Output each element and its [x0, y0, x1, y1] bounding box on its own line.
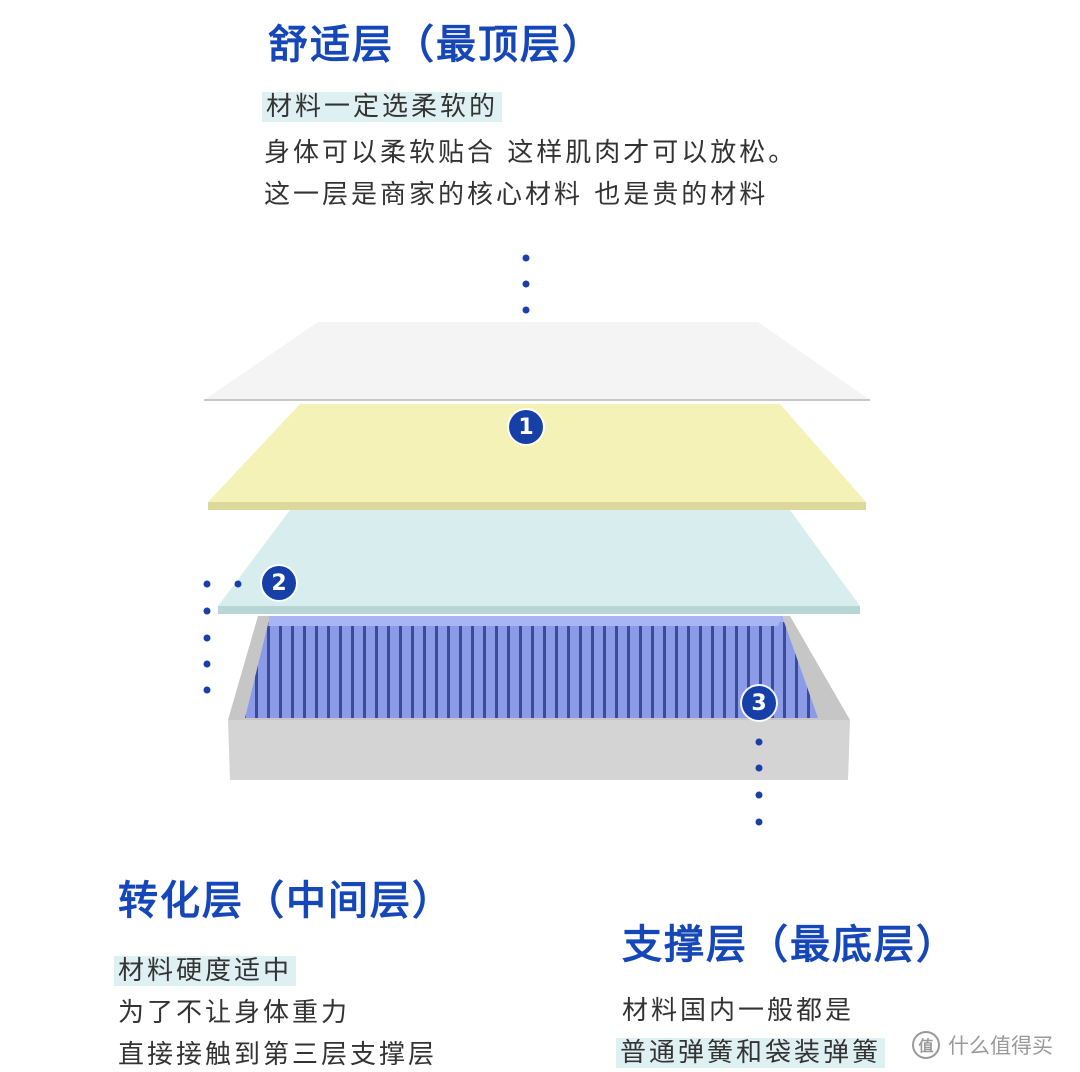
- comfort-layer-title: 舒适层（最顶层）: [268, 22, 604, 68]
- transition-layer-title: 转化层（中间层）: [118, 878, 454, 924]
- transition-layer-desc-1: 为了不让身体重力: [118, 998, 351, 1028]
- transition-layer-slab: [218, 510, 860, 614]
- layer-1-badge: 1: [509, 410, 543, 444]
- dotted-guide-left: [203, 580, 242, 694]
- spring-block: [245, 616, 818, 718]
- watermark-logo-icon: 值: [912, 1031, 940, 1059]
- dotted-guide-right: [755, 738, 763, 826]
- comfort-layer-desc-1: 身体可以柔软贴合 这样肌肉才可以放松。: [264, 138, 798, 168]
- layer-2-badge: 2: [262, 566, 296, 600]
- watermark: 值 什么值得买: [912, 1030, 1053, 1060]
- comfort-foam-slab: [208, 404, 866, 510]
- comfort-layer-desc-2: 这一层是商家的核心材料 也是贵的材料: [264, 180, 769, 210]
- layer-3-badge: 3: [742, 686, 776, 720]
- support-highlight-text: 普通弹簧和袋装弹簧: [616, 1038, 886, 1068]
- comfort-highlight-text: 材料一定选柔软的: [262, 92, 503, 122]
- top-cover-sheet: [204, 322, 870, 401]
- support-layer-title: 支撑层（最底层）: [622, 922, 958, 968]
- transition-highlight-text: 材料硬度适中: [114, 956, 297, 986]
- support-layer-highlight: 普通弹簧和袋装弹簧: [616, 1036, 886, 1070]
- transition-layer-desc-2: 直接接触到第三层支撑层: [118, 1040, 438, 1070]
- watermark-text: 什么值得买: [948, 1034, 1053, 1058]
- comfort-layer-highlight: 材料一定选柔软的: [262, 90, 503, 124]
- transition-layer-highlight: 材料硬度适中: [114, 954, 297, 988]
- support-layer-desc-1: 材料国内一般都是: [622, 996, 855, 1026]
